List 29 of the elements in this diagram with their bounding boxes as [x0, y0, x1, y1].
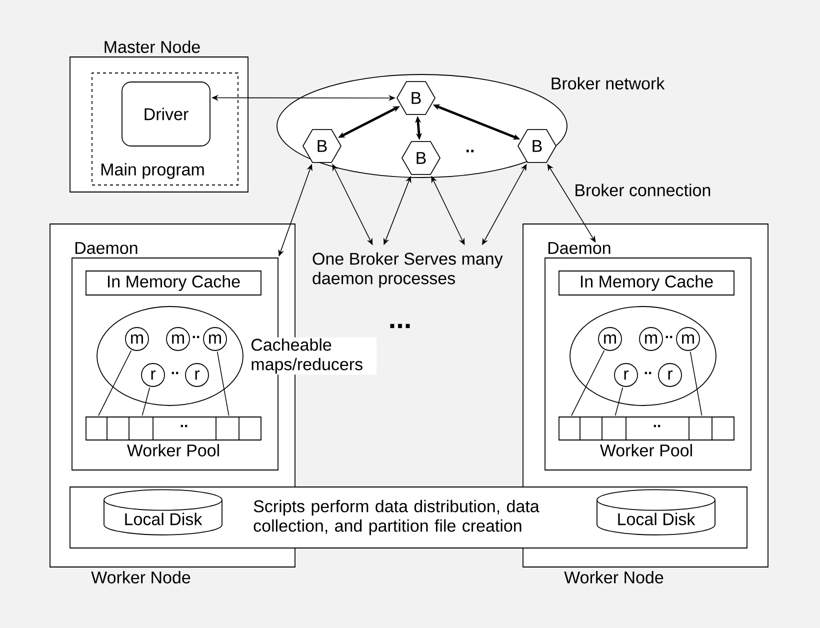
connector-line — [216, 351, 230, 416]
connector-line — [98, 350, 132, 416]
node-label: Cacheable maps/reducers — [252, 338, 362, 374]
ellipsis-dots: .. — [192, 336, 200, 338]
node-label: Worker Node — [91, 570, 190, 584]
local-disk-cylinder: Local Disk — [596, 489, 716, 536]
ellipsis-dots: .. — [180, 424, 188, 428]
driver-box: Driver — [122, 82, 210, 146]
ellipsis-dots: .. — [654, 424, 660, 428]
connector-line — [614, 387, 624, 416]
node-label: Worker Pool — [126, 444, 219, 456]
connector-line — [690, 351, 702, 416]
cache-box: In Memory Cache — [558, 270, 734, 296]
ellipsis-dots: .. — [666, 336, 672, 338]
node-label: Daemon — [548, 242, 610, 254]
node-label: Master Node — [104, 40, 200, 54]
cache-box: In Memory Cache — [86, 270, 262, 296]
local-disk-cylinder: Local Disk — [104, 489, 222, 536]
ellipsis-dots: .. — [172, 372, 178, 374]
ellipsis-dots: .. — [466, 150, 474, 152]
ellipsis-dots: ... — [390, 324, 410, 328]
note-text: One Broker Serves many daemon processes — [312, 252, 503, 288]
ellipsis-dots: .. — [644, 372, 652, 374]
node-label: Worker Node — [564, 570, 664, 584]
node-label: Worker Pool — [600, 444, 692, 456]
node-label: Broker network — [552, 77, 665, 90]
edge-label: Broker connection — [573, 182, 712, 198]
connector-line — [571, 350, 605, 416]
node-label: Daemon — [75, 242, 138, 254]
